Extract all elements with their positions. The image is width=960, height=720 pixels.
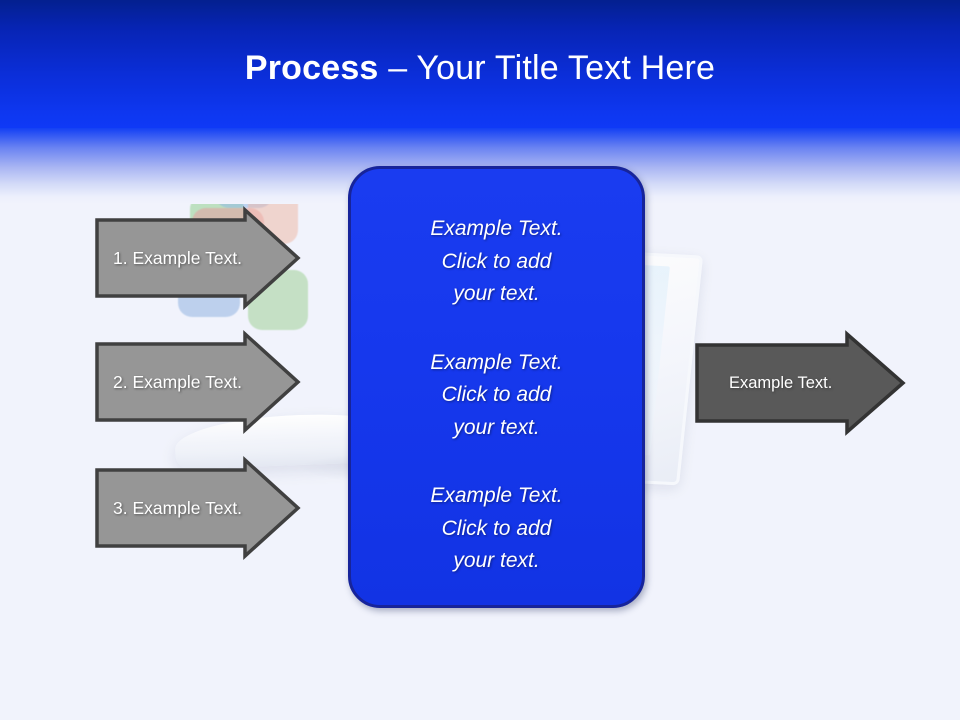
process-step-arrow-3[interactable]: 3. Example Text. <box>95 456 301 560</box>
page-title: Process – Your Title Text Here <box>0 47 960 89</box>
panel-block-1-line-2: Click to add <box>441 249 552 273</box>
panel-block-3-line-3: your text. <box>453 549 540 572</box>
header-band <box>0 0 960 128</box>
process-step-arrow-2-label: 2. Example Text. <box>113 372 243 392</box>
process-output-arrow[interactable]: Example Text. <box>695 330 906 436</box>
arrow-shape-3 <box>95 456 301 560</box>
process-step-arrow-1-label: 1. Example Text. <box>113 248 243 268</box>
page-title-rest: – Your Title Text Here <box>378 49 716 87</box>
arrow-shape-1 <box>95 206 301 310</box>
center-content-panel[interactable]: Example Text. Click to add your text. Ex… <box>348 166 645 608</box>
arrow-shape-right <box>695 330 906 436</box>
panel-block-2-line-2: Click to add <box>441 383 552 406</box>
arrow-shape-2 <box>95 330 301 434</box>
panel-block-3-line-1: Example Text. <box>430 484 563 507</box>
panel-block-3-line-2: Click to add <box>441 516 552 540</box>
panel-block-2-line-1: Example Text. <box>430 350 563 374</box>
panel-text-block-3: Example Text. Click to add your text. <box>351 480 642 578</box>
panel-block-2-line-3: your text. <box>453 415 540 439</box>
process-step-arrow-2[interactable]: 2. Example Text. <box>95 330 301 434</box>
panel-text-block-1: Example Text. Click to add your text. <box>351 213 642 311</box>
process-step-arrow-1[interactable]: 1. Example Text. <box>95 206 301 310</box>
panel-text-block-2: Example Text. Click to add your text. <box>351 347 642 445</box>
panel-block-1-line-1: Example Text. <box>430 217 563 240</box>
process-step-arrow-3-label: 3. Example Text. <box>113 498 243 518</box>
page-title-bold: Process <box>244 49 379 87</box>
process-output-arrow-label: Example Text. <box>729 374 833 392</box>
panel-block-1-line-3: your text. <box>453 282 540 305</box>
